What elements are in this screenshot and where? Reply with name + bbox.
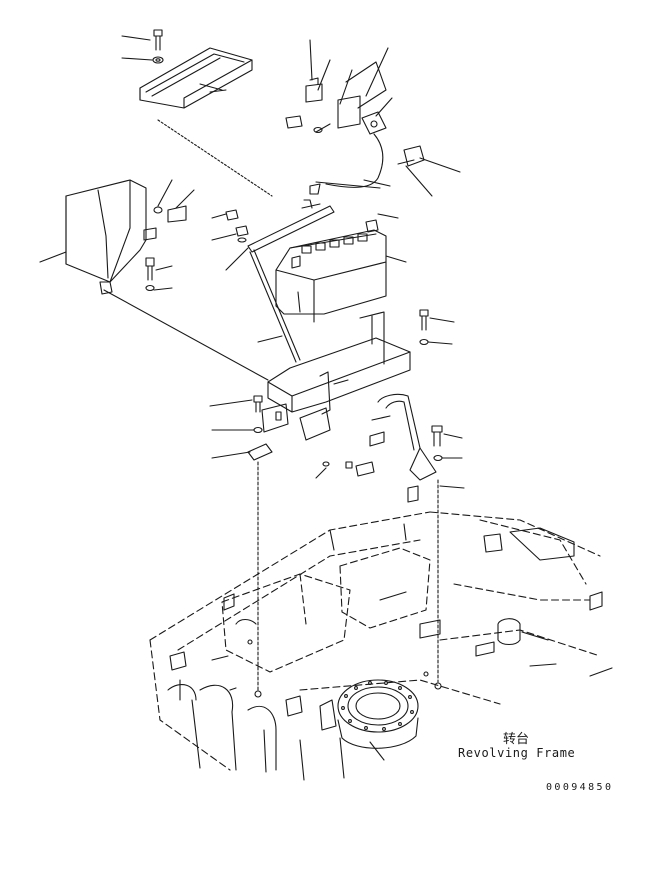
battery [276, 214, 406, 322]
nuts-and-washers [212, 210, 248, 242]
hold-down-rod [226, 248, 300, 362]
drawing-number: 00094850 [546, 782, 614, 793]
revolving-frame-label-en: Revolving Frame [458, 746, 576, 760]
revolving-frame-details [168, 486, 612, 780]
frame-mounting-points [248, 640, 441, 697]
side-cover-bolts [104, 180, 268, 380]
swing-circle [338, 680, 418, 748]
tray-bolts [248, 310, 442, 476]
switch-leader-lines [310, 40, 460, 196]
mounting-stay [372, 394, 436, 480]
battery-hold-down-bar [248, 200, 334, 252]
revolving-frame [150, 512, 600, 770]
frame-leader-lines [370, 632, 548, 760]
battery-cable [310, 180, 390, 194]
disconnect-switch-assembly [286, 62, 424, 187]
battery-tray [262, 312, 410, 446]
cover-leader-lines [122, 36, 272, 196]
battery-cover-plate [140, 48, 252, 108]
tray-leader-lines [210, 318, 464, 690]
side-cover [40, 180, 146, 294]
cover-bolt [153, 30, 163, 63]
revolving-frame-label-cn: 转台 [503, 732, 530, 747]
